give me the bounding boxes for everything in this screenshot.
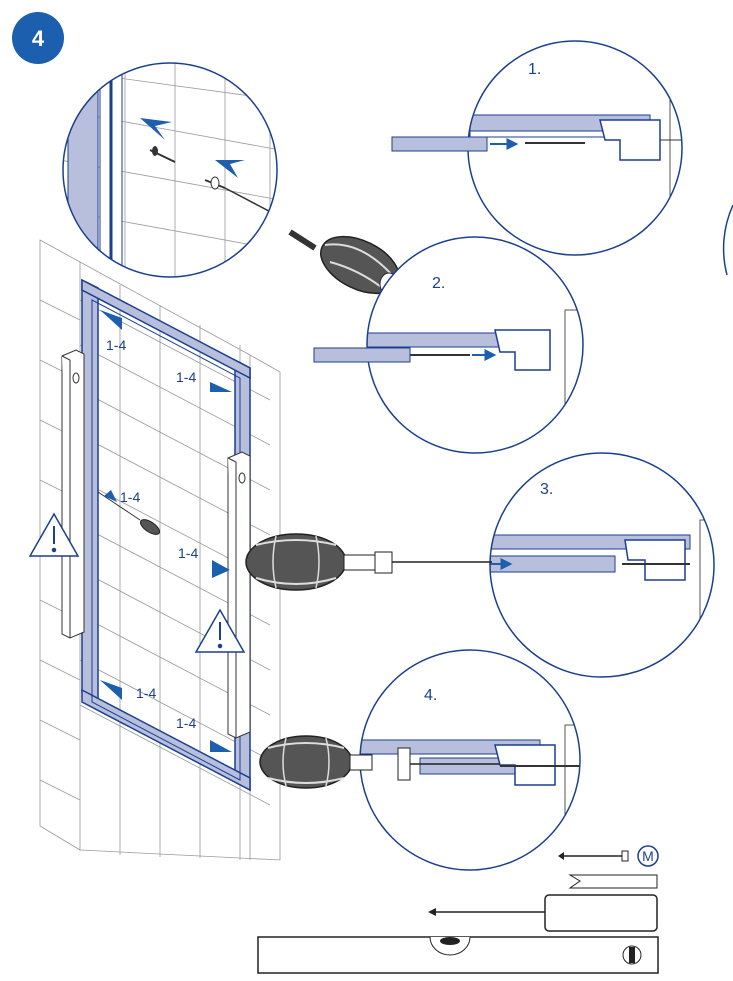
detail-step-number: 2.	[432, 275, 445, 292]
part-marker: M	[642, 848, 654, 864]
frame-label: 1-4	[178, 545, 198, 561]
screw-part: M	[558, 845, 659, 867]
plug-part	[568, 874, 658, 889]
detail-step-number: 4.	[424, 687, 437, 704]
detail-circle-3: 3.	[489, 452, 715, 678]
detail-circle-1: 1.	[391, 40, 683, 256]
spirit-level-part	[257, 936, 659, 974]
parts-list: M	[257, 845, 659, 974]
detail-step-number: 3.	[540, 481, 553, 498]
partial-detail-circle	[722, 204, 733, 276]
door-frame	[81, 278, 251, 792]
detail-circle-top	[62, 62, 278, 278]
warning-icon	[194, 608, 246, 653]
detail-step-number: 1.	[528, 61, 541, 78]
screwdriver-part	[428, 894, 658, 932]
warning-icon	[28, 512, 80, 557]
screwdriver-small-icon	[97, 490, 161, 535]
screwdriver-handle-icon	[259, 735, 373, 789]
frame-label: 1-4	[120, 489, 140, 505]
step-badge: 4	[12, 12, 64, 64]
frame-label: 1-4	[106, 337, 126, 353]
step-number: 4	[32, 26, 45, 51]
frame-label: 1-4	[176, 369, 196, 385]
wall-profiles	[61, 349, 251, 739]
frame-label: 1-4	[176, 715, 196, 731]
screwdriver-handle-icon	[245, 533, 492, 591]
detail-circle-4: 4.	[359, 649, 581, 871]
detail-circle-2: 2.	[313, 236, 584, 454]
frame-label: 1-4	[136, 685, 156, 701]
screw-position-markers	[100, 310, 232, 752]
